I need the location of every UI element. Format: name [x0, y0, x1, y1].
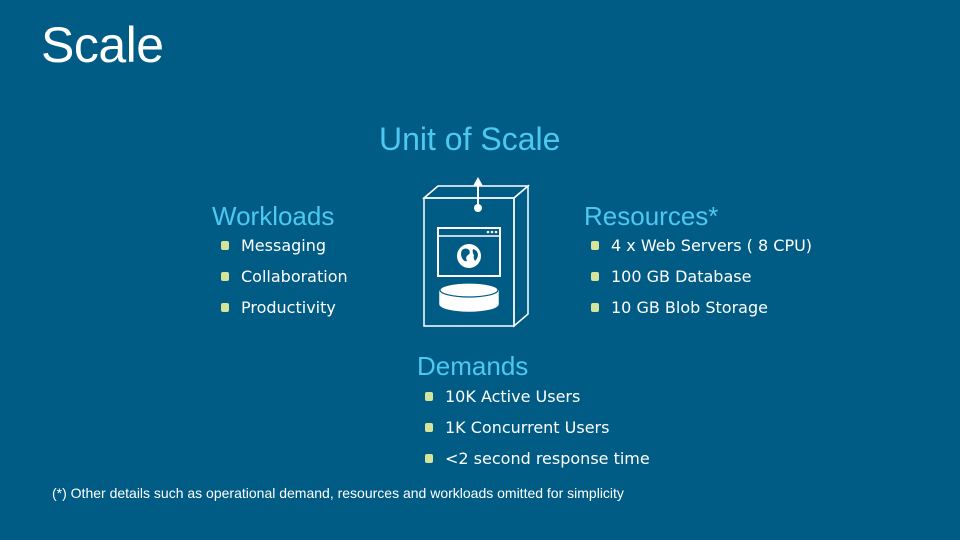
server-unit-icon [421, 177, 531, 328]
list-item: Productivity [219, 298, 348, 329]
workloads-list: Messaging Collaboration Productivity [219, 236, 348, 329]
workloads-heading: Workloads [212, 201, 335, 231]
bullet-icon [221, 241, 229, 250]
database-icon [439, 282, 499, 312]
demands-list: 10K Active Users 1K Concurrent Users <2 … [423, 387, 650, 480]
list-item: 4 x Web Servers ( 8 CPU) [589, 236, 812, 267]
bullet-icon [591, 272, 599, 281]
demands-heading: Demands [417, 351, 529, 381]
slide-title: Scale [41, 17, 164, 73]
list-item: Messaging [219, 236, 348, 267]
bullet-icon [221, 303, 229, 312]
bullet-icon [221, 272, 229, 281]
resources-heading: Resources* [584, 201, 719, 231]
bullet-icon [425, 392, 433, 401]
globe-window-icon [437, 227, 501, 277]
bullet-icon [591, 303, 599, 312]
list-item: Collaboration [219, 267, 348, 298]
unit-of-scale-heading: Unit of Scale [379, 121, 561, 157]
list-item: <2 second response time [423, 449, 650, 480]
list-item: 1K Concurrent Users [423, 418, 650, 449]
up-arrow-icon [473, 177, 483, 206]
bullet-icon [425, 454, 433, 463]
resources-list: 4 x Web Servers ( 8 CPU) 100 GB Database… [589, 236, 812, 329]
list-item: 100 GB Database [589, 267, 812, 298]
bullet-icon [591, 241, 599, 250]
list-item: 10 GB Blob Storage [589, 298, 812, 329]
footnote: (*) Other details such as operational de… [52, 485, 624, 501]
bullet-icon [425, 423, 433, 432]
list-item: 10K Active Users [423, 387, 650, 418]
